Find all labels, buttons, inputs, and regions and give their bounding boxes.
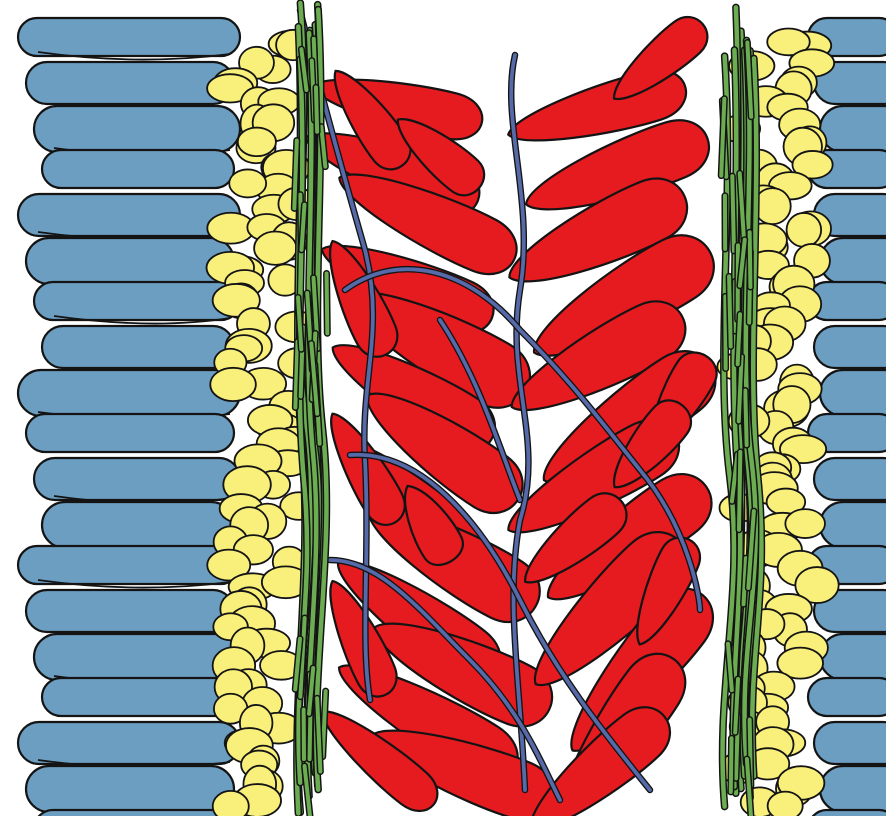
- blue-lobe: [26, 238, 234, 284]
- blue-lobe: [814, 458, 886, 500]
- blue-lobe: [814, 722, 886, 764]
- green-fiber-segment: [732, 176, 734, 251]
- blue-lobe: [34, 282, 240, 320]
- blue-lobe: [18, 370, 240, 416]
- blue-lobe: [808, 810, 886, 816]
- green-fiber-segment: [735, 679, 738, 732]
- blue-lobe: [34, 458, 240, 500]
- blue-lobe: [26, 766, 234, 812]
- blue-lobe: [34, 810, 240, 816]
- green-fiber-segment: [731, 738, 732, 792]
- blue-lobe: [26, 62, 234, 104]
- green-fiber-segment: [294, 140, 296, 208]
- blue-lobe: [820, 502, 886, 548]
- green-fiber-segment: [327, 273, 328, 333]
- yellow-blob: [213, 791, 249, 816]
- yellow-blob: [210, 368, 256, 401]
- yellow-blob: [785, 509, 825, 538]
- blue-lobe: [808, 678, 886, 716]
- yellow-blob: [254, 232, 296, 265]
- blue-lobe: [18, 722, 240, 764]
- blue-lobe: [820, 106, 886, 152]
- green-fiber-segment: [750, 232, 751, 287]
- blue-lobe: [34, 634, 240, 680]
- blue-lobe: [26, 414, 234, 452]
- blue-lobe: [814, 326, 886, 368]
- blue-lobe: [42, 678, 234, 716]
- green-fiber-segment: [745, 391, 746, 446]
- green-fiber-segment: [729, 276, 731, 346]
- blue-lobe: [820, 634, 886, 680]
- yellow-blob: [768, 792, 803, 816]
- blue-lobe: [42, 502, 234, 548]
- blue-lobe: [42, 150, 234, 188]
- green-fiber-segment: [316, 87, 317, 131]
- blue-lobe: [34, 106, 240, 152]
- right-green-fiber-bundle: [721, 7, 761, 816]
- blue-lobe: [820, 766, 886, 812]
- left-green-fiber-bundle: [294, 3, 327, 816]
- green-fiber-segment: [739, 452, 740, 530]
- blue-lobe: [26, 590, 234, 632]
- yellow-blob: [229, 169, 266, 197]
- yellow-blob: [238, 128, 276, 157]
- green-fiber-segment: [738, 314, 740, 364]
- green-fiber-segment: [295, 342, 297, 408]
- left-blue-lobe-stack: [18, 18, 240, 816]
- blue-lobe: [18, 18, 240, 56]
- blue-lobe: [820, 370, 886, 416]
- yellow-blob: [787, 213, 822, 247]
- blue-lobe: [42, 326, 234, 368]
